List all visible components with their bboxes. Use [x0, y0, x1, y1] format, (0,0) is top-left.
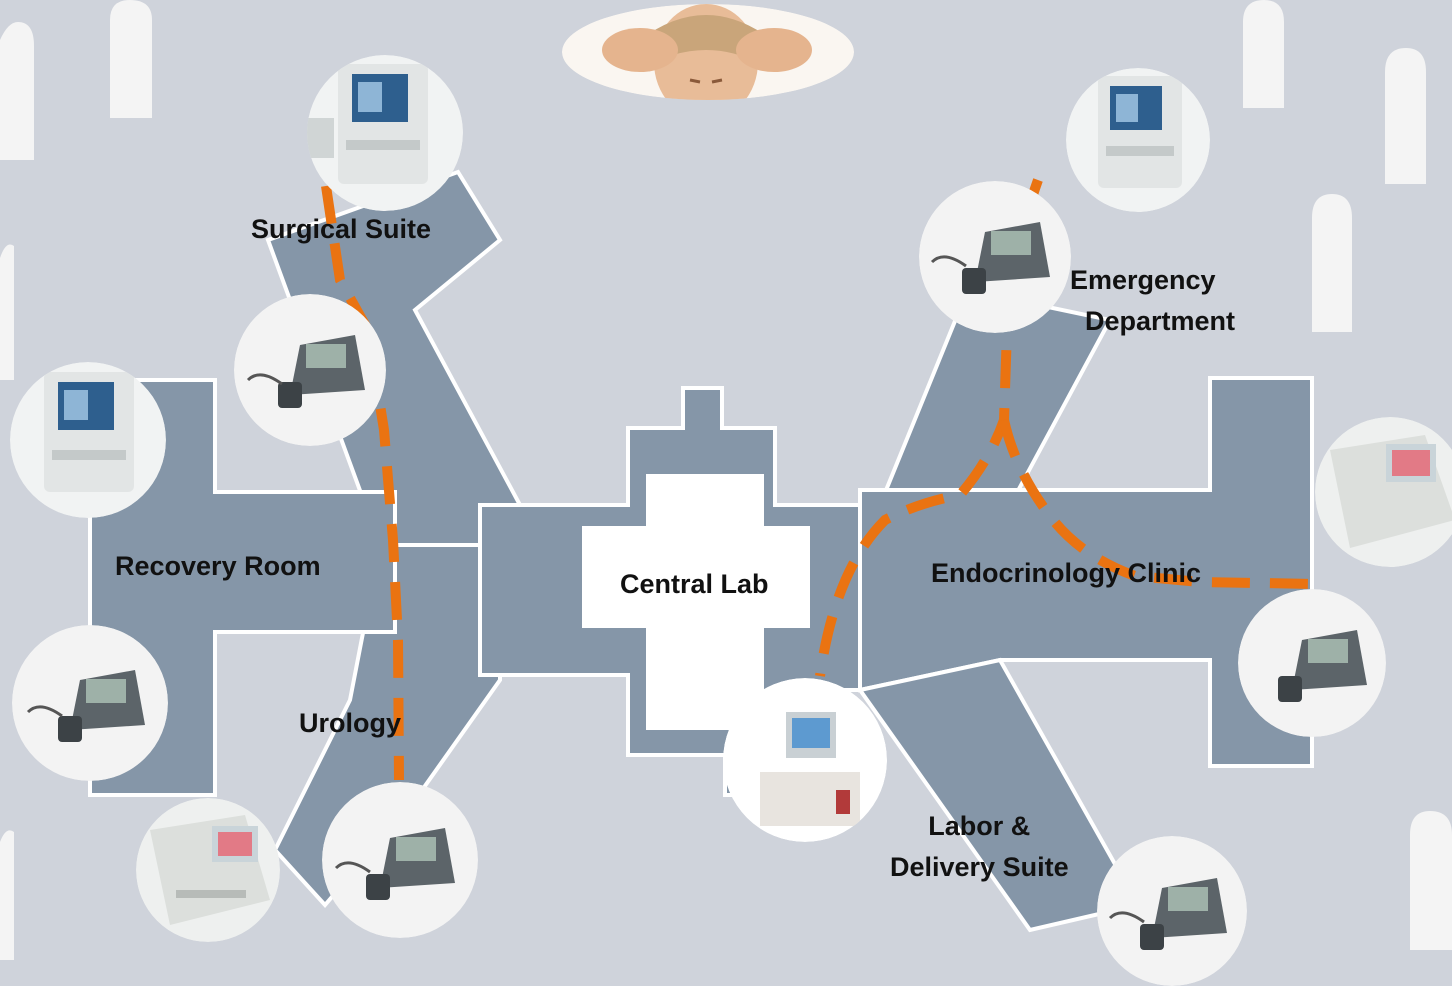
floor-plan: [88, 169, 1314, 933]
arch-shape: [1385, 48, 1426, 184]
blood-gas-analyzer-icon-recovery: [10, 362, 166, 518]
arch-shape: [1410, 811, 1452, 950]
handheld-meter-icon-labor: [1097, 836, 1247, 986]
arch-shape: [0, 244, 14, 380]
handheld-meter-icon-urology: [322, 782, 478, 938]
handheld-meter-icon-endocrinology: [1238, 589, 1386, 737]
handheld-meter-icon-surgical: [234, 294, 386, 446]
labor-wing: [856, 657, 1142, 933]
endocrinology-clinic-label: Endocrinology Clinic: [931, 558, 1202, 588]
central-lab-label: Central Lab: [620, 569, 769, 599]
benchtop-analyzer-icon-endocrinology: [1315, 417, 1452, 567]
route-surgical-urology: [321, 185, 404, 781]
blood-gas-analyzer-icon-surgical: [307, 55, 463, 211]
arch-shape: [0, 22, 34, 160]
blood-gas-analyzer-icon-emergency: [1066, 68, 1210, 212]
surgical-suite-label: Surgical Suite: [251, 214, 432, 244]
emergency-department-label: Emergency Department: [1070, 265, 1236, 336]
arch-shape: [0, 830, 14, 960]
stressed-person-photo: [562, 4, 854, 100]
arch-shape: [110, 0, 152, 118]
recovery-room-label: Recovery Room: [115, 551, 321, 581]
benchtop-analyzer-icon-urology: [136, 798, 280, 942]
decorative-arches: [0, 0, 1452, 960]
route-emergency-endocrinology: [999, 418, 1319, 589]
handheld-meter-icon-recovery: [12, 625, 168, 781]
lab-analyzer-icon-central: [723, 678, 887, 842]
handheld-meter-icon-emergency: [919, 181, 1071, 333]
arch-shape: [1312, 194, 1352, 332]
urology-label: Urology: [299, 708, 402, 738]
arch-shape: [1243, 0, 1284, 108]
labor-delivery-suite-label: Labor & Delivery Suite: [890, 811, 1069, 882]
central-lab-block: [582, 474, 810, 730]
